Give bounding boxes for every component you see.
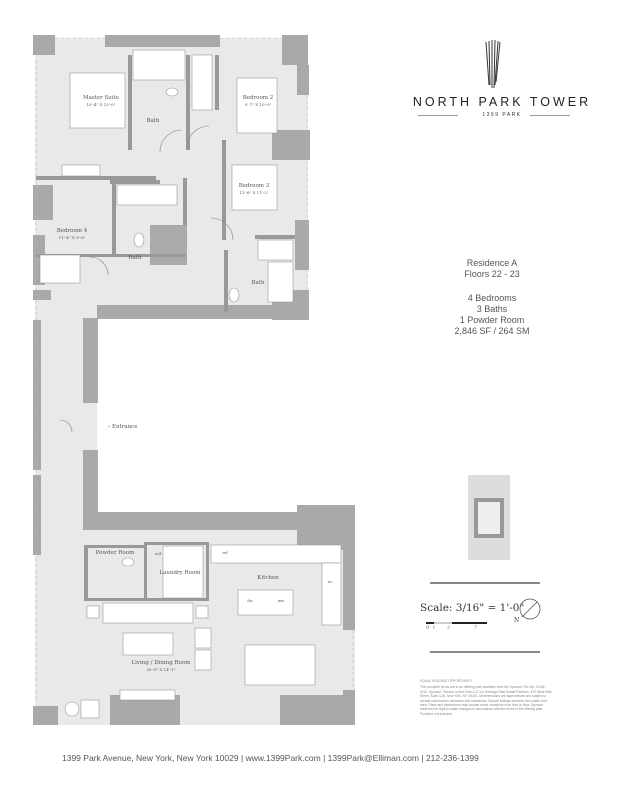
room-dimension: 11'-4" X 9'-6" (58, 235, 86, 241)
brand-name: NORTH PARK TOWER (412, 95, 592, 109)
powder-count: 1 Powder Room (459, 315, 525, 325)
interior-walls (36, 55, 295, 601)
furniture (39, 49, 342, 719)
room-bath-master: Bath (146, 118, 160, 124)
scale-tick: 7 (473, 625, 477, 631)
room-powder: Powder Room (95, 550, 135, 556)
appliance-mw: mw (277, 599, 285, 603)
divider (418, 115, 458, 116)
appliance-dw: dw (247, 599, 253, 603)
scale-tick: 1 (432, 625, 436, 631)
north-label: N (514, 617, 520, 624)
separator: | (421, 753, 424, 763)
scale-bar (426, 622, 487, 624)
room-label: Bedroom 2 (242, 95, 274, 101)
entrance-text: Entrance (111, 424, 138, 430)
footer: 1399 Park Avenue, New York, New York 100… (62, 753, 479, 763)
footer-address: 1399 Park Avenue, New York, New York 100… (62, 753, 239, 763)
appliance-wc: wc (327, 580, 333, 584)
scale-tick: 3 (446, 625, 450, 631)
separator: | (240, 753, 244, 763)
doors (59, 125, 234, 433)
residence-name: Residence A (466, 258, 518, 268)
legal-body: The complete terms are in an offering pl… (420, 685, 552, 716)
footer-website-link[interactable]: www.1399Park.com (245, 753, 321, 763)
room-dimension: 9'-7" X 10'-0" (244, 102, 272, 108)
window-lines (35, 37, 354, 700)
room-bath-2: Bath (128, 255, 142, 261)
room-dimension: 35'-9" X 14'-1" (146, 667, 176, 673)
room-label: Master Suite (82, 95, 120, 101)
key-plan (468, 475, 510, 560)
divider (430, 582, 540, 584)
scale-label: Scale: 3/16" = 1'-0" (420, 602, 525, 614)
bedrooms-count: 4 Bedrooms (467, 293, 517, 303)
room-dimension: 10'-4" X 15'-0" (86, 102, 116, 108)
footer-email-link[interactable]: 1399Park@Elliman.com (327, 753, 419, 763)
entrance-label: ‹ Entrance (108, 424, 138, 430)
appliance-ref: ref (222, 551, 228, 555)
appliance-wd: w/d (154, 552, 162, 556)
logo-icon (485, 39, 501, 89)
room-label: Living / Dining Room (131, 660, 191, 666)
room-label: Bedroom 3 (238, 183, 270, 189)
room-label: Bedroom 4 (56, 228, 88, 234)
room-bath-3: Bath (251, 280, 265, 286)
scale-ticks: 0 1 3 7 (426, 625, 477, 631)
legal-heading: EQUAL HOUSING OPPORTUNITY (420, 679, 473, 683)
divider (430, 651, 540, 653)
residence-area: 2,846 SF / 264 SM (454, 326, 530, 336)
scale-tick: 0 (426, 625, 430, 631)
footer-phone: 212-236-1399 (425, 753, 479, 763)
divider (530, 115, 570, 116)
residence-floors: Floors 22 - 23 (464, 269, 520, 279)
brand-subtitle: 1399 PARK (482, 112, 522, 118)
separator: | (323, 753, 326, 763)
room-laundry: Laundry Room (159, 570, 201, 576)
legal-disclaimer: EQUAL HOUSING OPPORTUNITY The complete t… (420, 679, 552, 716)
room-dimension: 11'-6" X 11'-2" (239, 190, 269, 196)
room-kitchen: Kitchen (257, 575, 279, 581)
north-arrow-icon (519, 598, 541, 620)
walls (33, 35, 355, 725)
baths-count: 3 Baths (476, 304, 508, 314)
